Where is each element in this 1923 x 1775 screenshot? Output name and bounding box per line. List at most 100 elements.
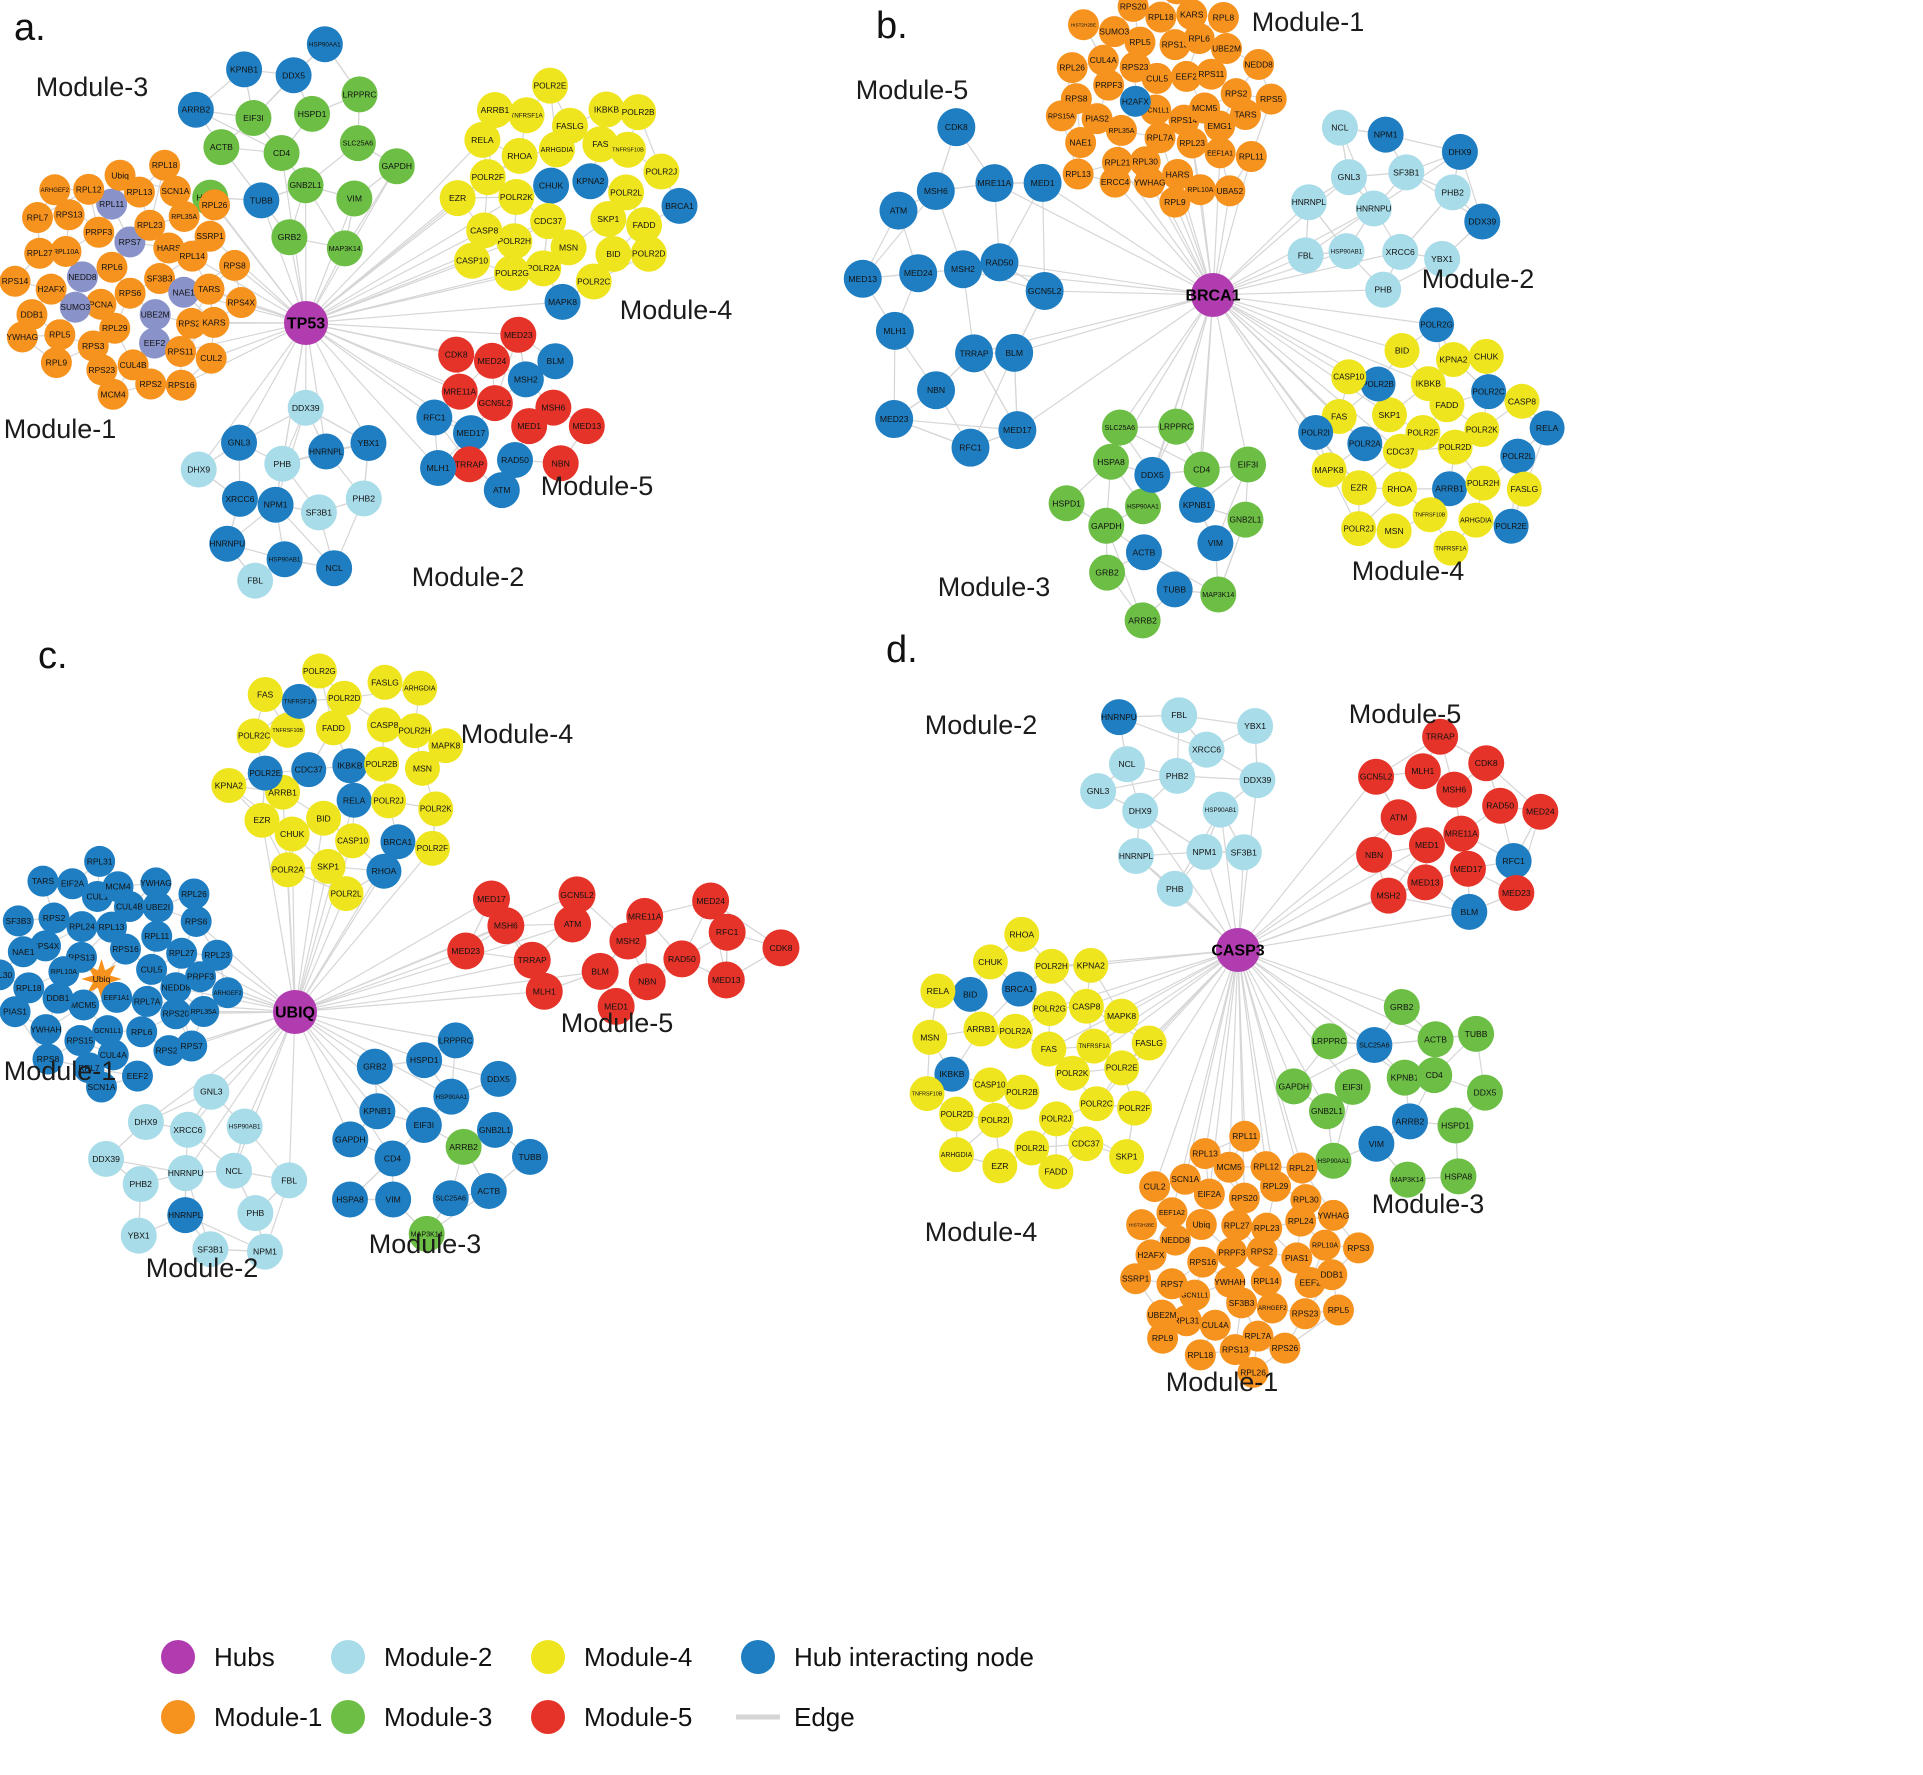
network-node-ARRB1 [476, 92, 513, 129]
network-node-SUMO3 [1098, 16, 1130, 48]
network-node-ARRB2 [445, 1128, 482, 1165]
node-label: KPNA2 [1439, 355, 1467, 365]
edge [214, 204, 307, 324]
network-node-POLR2C [236, 718, 272, 754]
node-label: RPL7A [1245, 1331, 1272, 1341]
node-label: RPL9 [1164, 197, 1186, 207]
network-node-EEF1A1 [1204, 137, 1236, 169]
node-label: MED23 [880, 414, 909, 424]
network-node-TUBB [511, 1138, 548, 1175]
node-label: NPM1 [253, 1247, 277, 1257]
network-node-GAPDH [378, 148, 415, 185]
node-label: GNL3 [1338, 172, 1361, 182]
node-label: FADD [322, 723, 345, 733]
node-label: HSPA8 [336, 1195, 364, 1205]
network-node-NBN [542, 445, 579, 482]
edge [1117, 162, 1214, 296]
network-node-RHOA [501, 137, 538, 174]
network-node-SLC25A6 [1356, 1026, 1393, 1063]
network-node-TRRAP [451, 446, 488, 483]
node-label: VIM [347, 193, 362, 203]
network-node-PHB2 [1434, 174, 1471, 211]
network-node-DDB1 [1316, 1259, 1348, 1291]
node-label: ERCC4 [1101, 177, 1130, 187]
node-label: FADD [633, 220, 656, 230]
module-label: Module-5 [561, 1008, 674, 1038]
node-label: MCM5 [71, 1000, 97, 1010]
edge [1119, 294, 1214, 428]
node-label: HSP90AB1 [269, 556, 301, 563]
node-label: PRPF3 [187, 972, 214, 982]
node-label: MED17 [457, 428, 486, 438]
network-node-VIM [375, 1181, 412, 1218]
network-node-GRB2 [271, 219, 308, 256]
network-node-KPNA2 [211, 767, 247, 803]
node-label: GCN1L1 [1181, 1293, 1208, 1300]
network-node-RPL18 [13, 972, 45, 1004]
node-label: RPL18 [1188, 1350, 1214, 1360]
node-label: NCL [326, 563, 343, 573]
network-node-RPL5 [1124, 26, 1156, 58]
network-node-ATM [554, 905, 592, 943]
network-node-KPNA2 [1073, 947, 1109, 983]
network-node-POLR2G [1419, 307, 1455, 343]
node-label: BLM [547, 356, 565, 366]
edge [1175, 294, 1214, 427]
network-node-RPL9 [1159, 186, 1191, 218]
network-node-RPL11 [1229, 1120, 1261, 1152]
network-node-SCN1A [1169, 1163, 1201, 1195]
node-label: TNFRSF10B [912, 1091, 943, 1097]
edge [294, 923, 573, 1013]
network-node-CDC37 [291, 752, 327, 788]
network-node-ACTB [203, 129, 240, 166]
node-label: EEF2 [144, 338, 166, 348]
node-label: RPL10A [53, 249, 79, 256]
edge [1212, 176, 1350, 296]
edge [1013, 294, 1214, 354]
node-label: NEDD8 [1244, 59, 1273, 69]
node-label: CASP10 [337, 837, 368, 846]
network-node-FASLG [367, 664, 403, 700]
node-label: RPL13 [99, 922, 125, 932]
network-node-BRCA1 [661, 187, 698, 224]
node-label: RPL13 [127, 187, 153, 197]
node-label: ACTB [1132, 547, 1155, 557]
edge [305, 229, 485, 324]
network-node-POLR2F [469, 159, 506, 196]
node-label: BRCA1 [384, 837, 413, 847]
network-node-CASP10 [335, 823, 371, 859]
edge [238, 322, 307, 443]
network-node-FBL [237, 562, 274, 599]
network-node-MRE11A [975, 164, 1014, 203]
node-label: MCM5 [1217, 1162, 1243, 1172]
node-label: SF3B1 [197, 1244, 223, 1254]
network-node-RPS13 [1219, 1334, 1251, 1366]
network-node-POLR2B [1360, 366, 1396, 402]
node-label: CUL4A [1090, 55, 1117, 65]
node-label: CDK8 [769, 943, 792, 953]
node-label: RPL10A [1312, 1243, 1338, 1250]
network-node-POLR2B [620, 94, 657, 131]
network-node-ARHGEF2 [212, 977, 244, 1009]
node-label: SCN1A [161, 186, 189, 196]
node-label: XRCC6 [1386, 247, 1415, 257]
network-node-BID [306, 800, 342, 836]
node-label: GCN5L2 [479, 398, 512, 408]
network-node-RPL27 [1221, 1210, 1253, 1242]
node-label: POLR2J [1343, 524, 1373, 533]
node-label: RPL9 [46, 358, 68, 368]
edge [862, 190, 937, 280]
node-label: RPL18 [152, 160, 178, 170]
network-node-GNB2L1 [287, 167, 324, 204]
network-node-RPL35A [188, 995, 220, 1027]
network-node-HSP90AB1 [266, 541, 303, 578]
node-label: ARHGDIA [541, 146, 574, 154]
node-label: HSP90AB1 [229, 1124, 261, 1131]
network-node-MSN [1376, 513, 1412, 549]
node-label: RPS7 [119, 237, 142, 247]
network-node-DHX9 [1122, 792, 1159, 829]
node-label: MAP3K14 [1392, 1176, 1424, 1184]
network-node-NBN [917, 371, 956, 410]
node-label: HNRNPU [168, 1168, 204, 1178]
network-node-HSP90AA1 [433, 1078, 470, 1115]
